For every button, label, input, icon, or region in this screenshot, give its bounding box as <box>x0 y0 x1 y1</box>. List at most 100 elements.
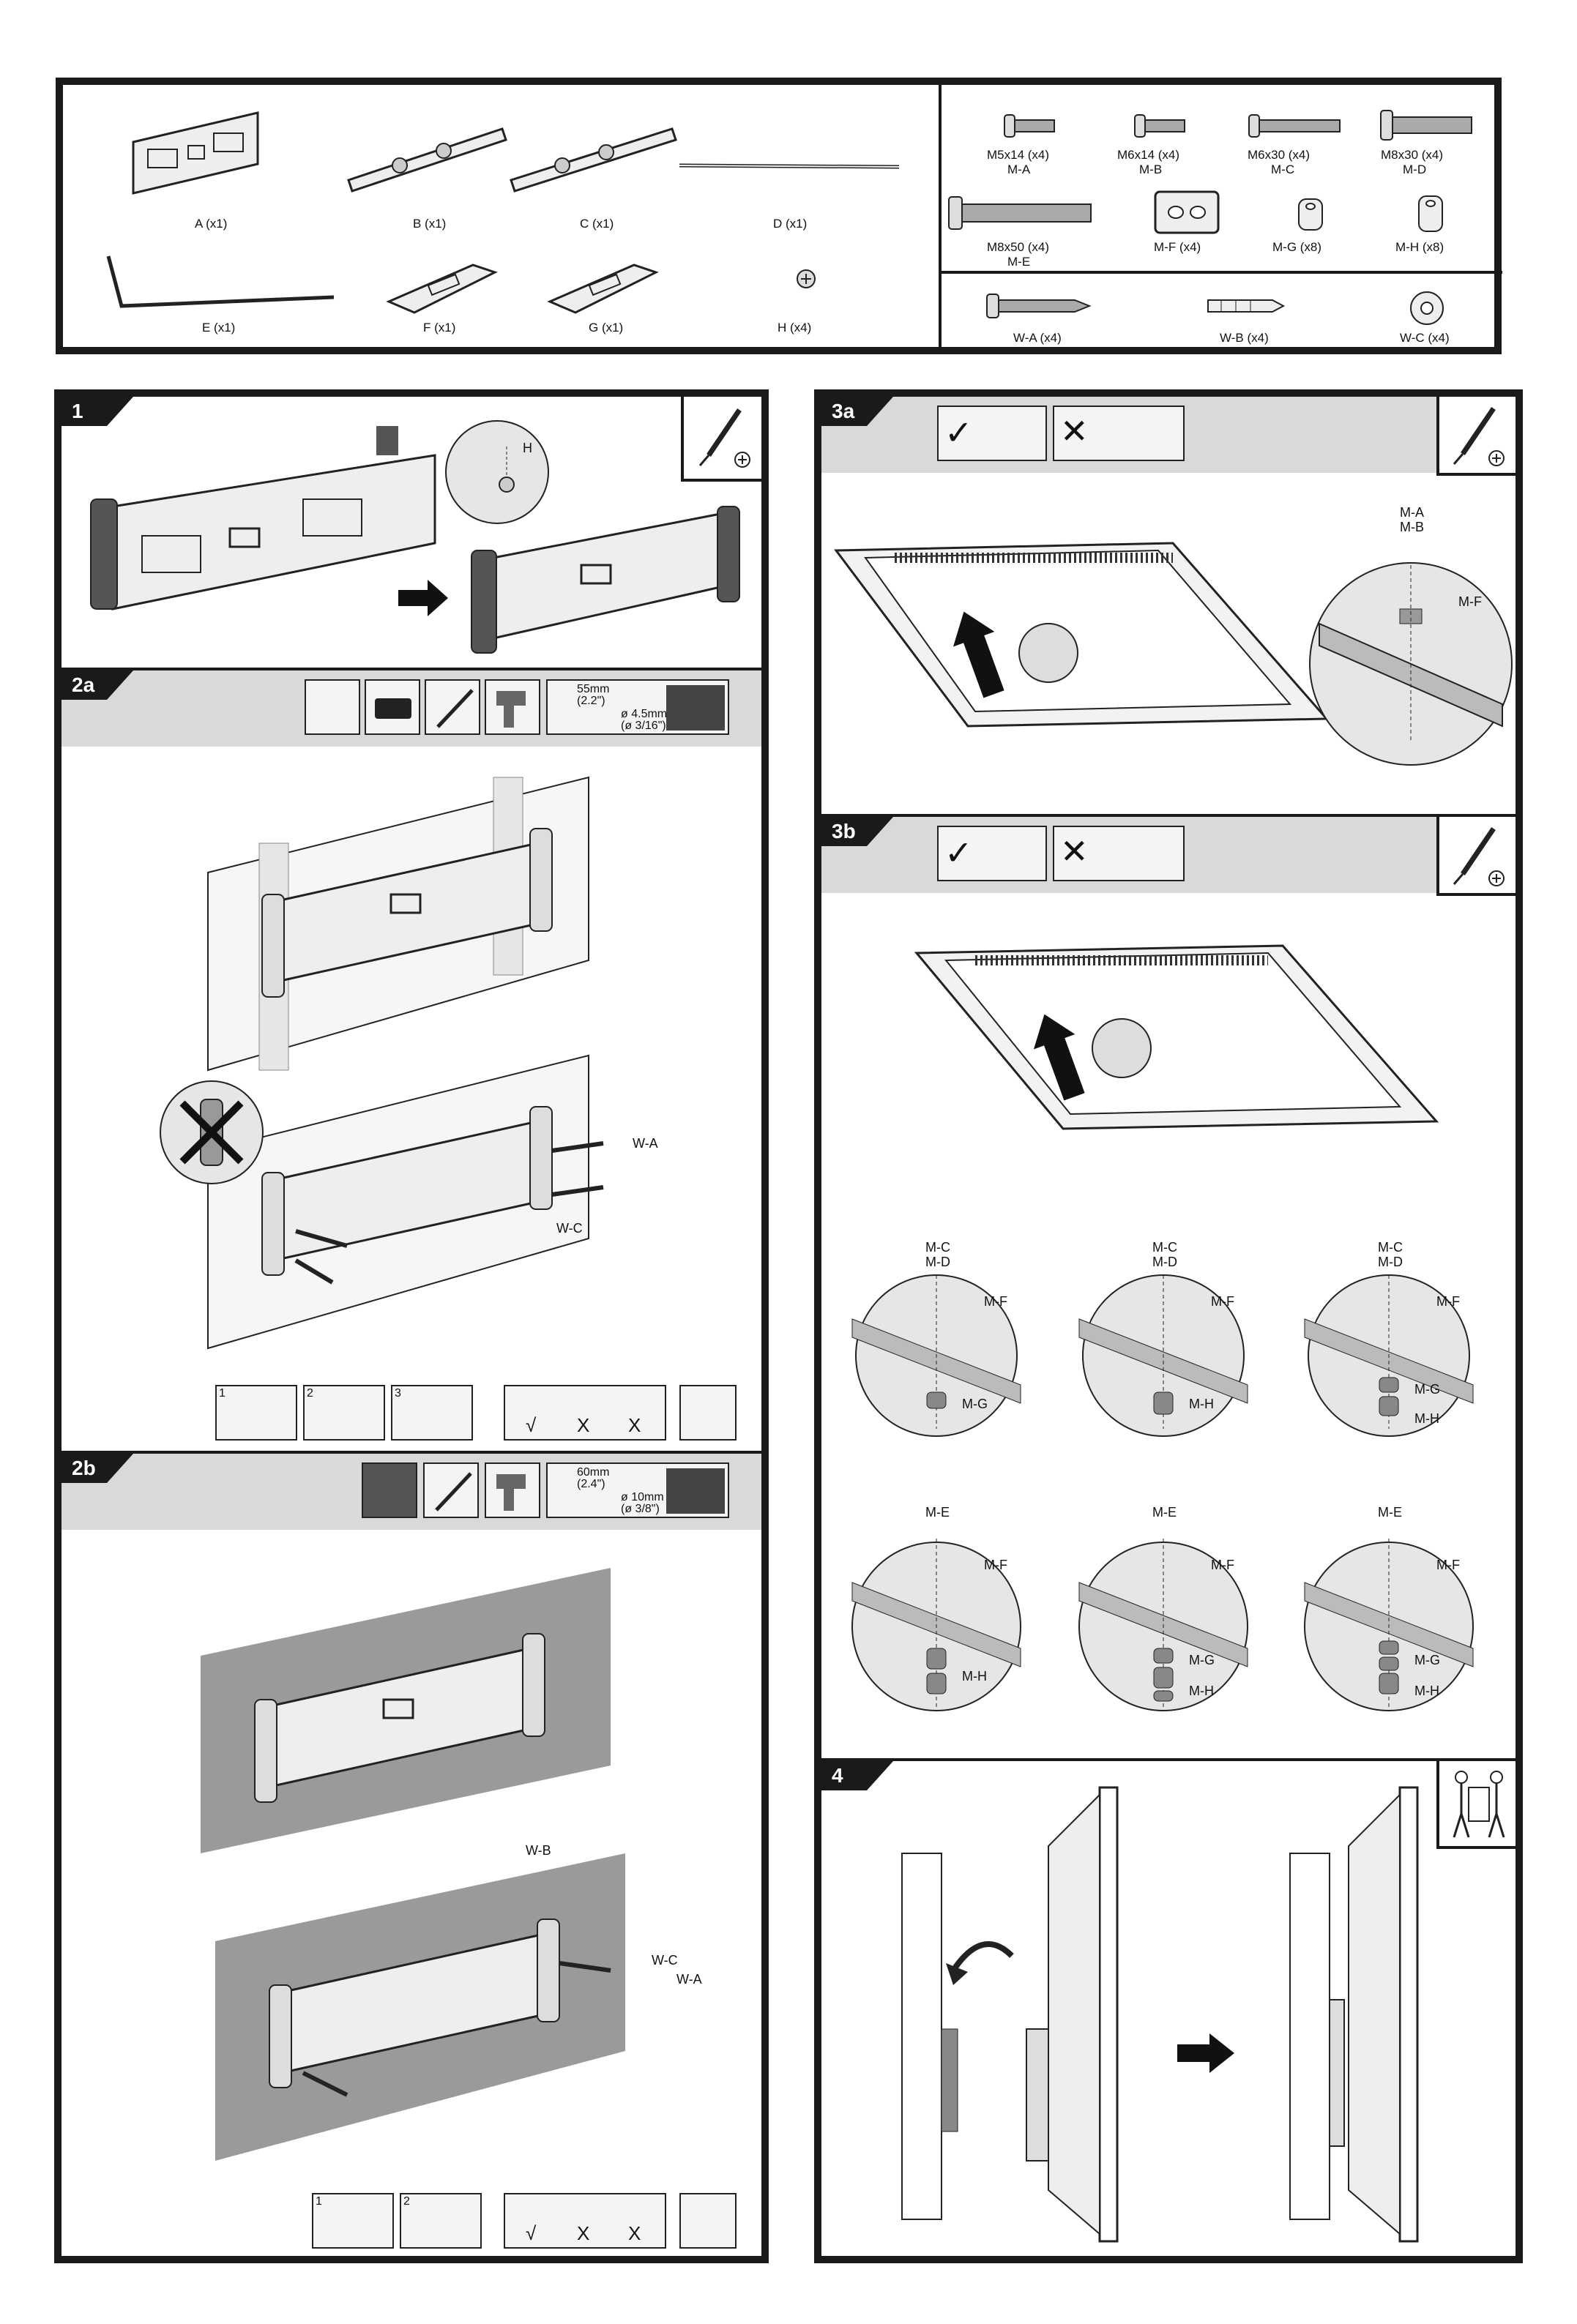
circle-5-top1: M-E <box>1152 1505 1177 1520</box>
substep-1-num: 1 <box>219 1387 225 1400</box>
screwdriver-tool-corner-3b <box>1436 817 1516 896</box>
step-2a-divider <box>61 1451 761 1454</box>
washer-wc-icon <box>1410 291 1444 325</box>
step-3b-divider <box>821 1758 1516 1761</box>
parts-divider-vertical <box>939 85 942 347</box>
step-2b-concrete-upper <box>201 1568 611 1853</box>
step-2b-substep-2: 2 <box>400 2193 482 2249</box>
part-e-label: E (x1) <box>202 321 236 335</box>
circle-3-sp2: M-H <box>1414 1411 1439 1426</box>
part-f-handle-icon <box>386 264 498 314</box>
circle-2-mf: M-F <box>1211 1294 1234 1309</box>
spacer-mh-icon <box>1418 195 1443 232</box>
circle-3-sp1: M-G <box>1414 1382 1440 1397</box>
right-steps-panel: 3a ✓ ✕ M-A M-B M-F 3b ✓ ✕ <box>814 389 1523 2263</box>
circle-1-mf: M-F <box>984 1294 1007 1309</box>
screw-mc-code: M-C <box>1271 162 1295 176</box>
part-h-screw-icon <box>797 269 816 288</box>
step-2a-label-wc: W-C <box>556 1221 583 1236</box>
tool-stud-finder-icon <box>365 679 420 735</box>
circle-6-mf: M-F <box>1436 1558 1460 1572</box>
drill-depth-in: (2.2") <box>577 695 605 707</box>
screw-ma-size: M5x14 (x4) <box>987 148 1050 162</box>
detail-circle-h <box>445 420 549 524</box>
orientation-cross-2: X <box>628 1414 641 1436</box>
cross-icon: ✕ <box>1060 832 1089 870</box>
substep-2b-1-num: 1 <box>316 2195 322 2208</box>
circle-4-sp1: M-H <box>962 1669 987 1684</box>
step-2a-wall-upper <box>207 776 589 1072</box>
wrong-screw-icon-3a: ✕ <box>1053 406 1185 461</box>
part-b-label: B (x1) <box>413 217 447 231</box>
circle-3-mf: M-F <box>1436 1294 1460 1309</box>
drill-depth-diagram: 55mm (2.2") ø 4.5mm (ø 3/16") <box>546 679 729 735</box>
drill-depth-in-2b: (2.4") <box>577 1478 605 1490</box>
step-1-bracket-illustration <box>90 426 436 610</box>
part-wa-label: W-A (x4) <box>1013 331 1062 345</box>
screw-md-code: M-D <box>1403 162 1427 176</box>
screw-mc-size: M6x30 (x4) <box>1248 148 1311 162</box>
part-c-rail-icon <box>510 127 677 193</box>
tool-concrete-icon <box>362 1462 417 1518</box>
screw-me-size: M8x50 (x4) <box>987 240 1050 254</box>
spacer-mg-icon <box>1298 198 1323 231</box>
tool-pencil-icon-2b <box>423 1462 479 1518</box>
step-2b-washer-orientation: √ X X <box>504 2193 666 2249</box>
step-2b-concrete-lower <box>215 1853 625 2161</box>
step-2a-substep-3: 3 <box>391 1385 473 1441</box>
drill-dia-in: (ø 3/16") <box>621 720 666 732</box>
screwdriver-tool-corner <box>681 397 761 482</box>
screw-m6x14-icon <box>1134 114 1185 138</box>
arrow-right-icon-step4 <box>1177 2033 1234 2073</box>
part-wc-label: W-C (x4) <box>1400 331 1450 345</box>
step-1-assembled-bracket <box>471 506 740 654</box>
detail-circle-3a <box>1309 562 1513 766</box>
tool-pencil-icon <box>425 679 480 735</box>
circle-3-top1: M-C <box>1378 1240 1403 1255</box>
step-4-hang-tv-after <box>1289 1786 1419 2243</box>
step-2a-wall-lower <box>207 1054 604 1350</box>
step-2b-label-wb: W-B <box>526 1843 551 1858</box>
step-4-hang-tv-before <box>901 1786 1119 2243</box>
spacer-circle-4: M-E M-F M-H <box>838 1505 1050 1729</box>
step-2a-tag: 2a <box>61 670 133 700</box>
no-drywall-anchor-circle <box>160 1080 264 1184</box>
circle-5-sp2: M-H <box>1189 1684 1214 1698</box>
check-icon: ✓ <box>944 834 973 872</box>
washer-plate-mf-icon <box>1154 190 1220 234</box>
step-2b-label-wa: W-A <box>676 1972 702 1987</box>
orientation-cross-1: X <box>577 1414 590 1436</box>
wrong-screw-icon-3b: ✕ <box>1053 826 1185 881</box>
circle-2-top2: M-D <box>1152 1255 1177 1269</box>
part-b-rail-icon <box>347 127 507 193</box>
part-h-label: H (x4) <box>778 321 812 335</box>
screwdriver-tool-corner-3a <box>1436 397 1516 476</box>
circle-5-sp1: M-G <box>1189 1653 1215 1667</box>
parts-list-panel: A (x1) B (x1) C (x1) D (x1) E (x1) F (x1… <box>56 78 1502 354</box>
step-2b-tag: 2b <box>61 1454 133 1483</box>
screw-m6x30-icon <box>1248 114 1341 138</box>
wall-screw-wa-icon <box>986 294 1092 318</box>
step-3a-tv-back-illustration <box>834 542 1330 728</box>
part-wb-label: W-B (x4) <box>1220 331 1269 345</box>
correct-screw-icon-3a: ✓ <box>937 406 1047 461</box>
step-2b-label-wc: W-C <box>652 1953 678 1968</box>
correct-screw-icon-3b: ✓ <box>937 826 1047 881</box>
step-3b-tv-back-illustration <box>914 944 1439 1130</box>
part-mf-label: M-F (x4) <box>1154 240 1201 254</box>
circle-5-mf: M-F <box>1211 1558 1234 1572</box>
substep-3-num: 3 <box>395 1387 401 1400</box>
circle-3-top2: M-D <box>1378 1255 1403 1269</box>
arrow-right-icon <box>398 580 448 616</box>
orientation-cross-1-2b: X <box>577 2222 590 2244</box>
part-c-label: C (x1) <box>580 217 614 231</box>
circle-4-mf: M-F <box>984 1558 1007 1572</box>
screw-mb-size: M6x14 (x4) <box>1117 148 1180 162</box>
step-2a-label-wa: W-A <box>633 1136 658 1151</box>
step-1-divider <box>61 668 761 670</box>
drill-dia-in-2b: (ø 3/8") <box>621 1503 660 1515</box>
tool-wood-stud-icon <box>305 679 360 735</box>
step-2a-substep-1: 1 <box>215 1385 297 1441</box>
circle-6-sp2: M-H <box>1414 1684 1439 1698</box>
spacer-circle-5: M-E M-F M-G M-H <box>1065 1505 1277 1729</box>
